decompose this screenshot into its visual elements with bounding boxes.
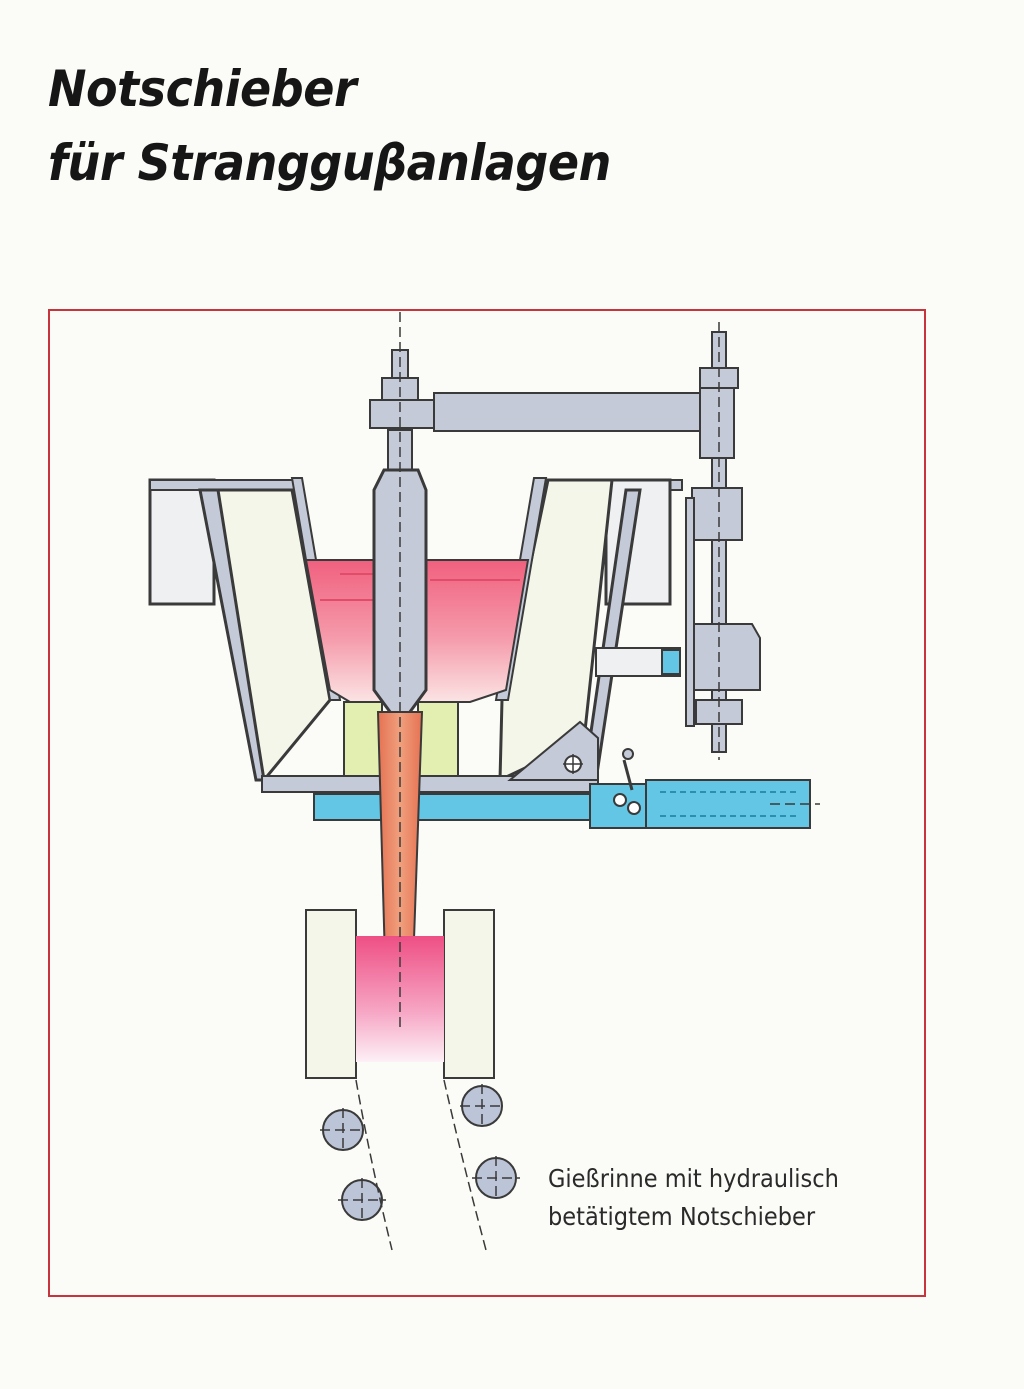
- figure-frame: [48, 309, 926, 1297]
- mold: [305, 909, 495, 1079]
- hydraulic-slide-gate: [313, 748, 811, 829]
- page-title: Notschieber für Strangguβanlagen: [48, 52, 611, 200]
- title-line-2: für Strangguβanlagen: [48, 134, 611, 192]
- figure-caption: Gießrinne mit hydraulisch betätigtem Not…: [548, 1160, 839, 1236]
- caption-line-1: Gießrinne mit hydraulisch: [548, 1164, 839, 1193]
- center-lines: [320, 312, 820, 1251]
- nozzle-insert-left: [343, 701, 383, 783]
- caption-line-2: betätigtem Notschieber: [548, 1202, 816, 1231]
- nozzle-insert-right: [417, 701, 459, 783]
- lifting-arm: [369, 392, 705, 432]
- bottom-plate: [261, 720, 599, 793]
- strand-rollers: [322, 1085, 517, 1221]
- title-line-1: Notschieber: [48, 60, 357, 118]
- spindle-column: [595, 331, 761, 753]
